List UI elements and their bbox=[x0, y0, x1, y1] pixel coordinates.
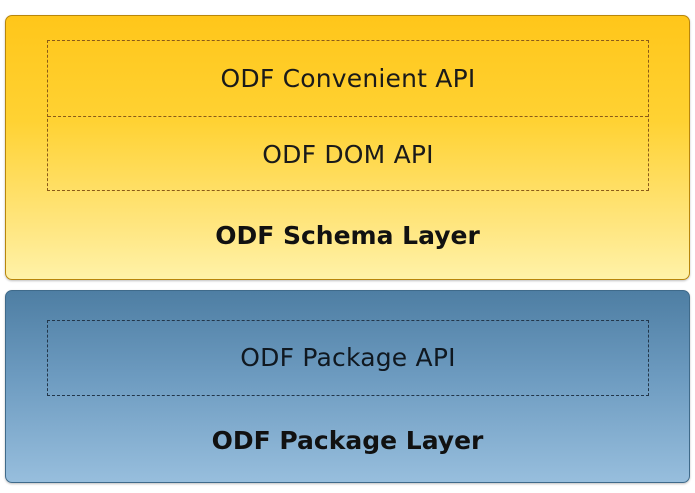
dom-api-box: ODF DOM API bbox=[48, 116, 648, 192]
package-api-box: ODF Package API bbox=[240, 343, 456, 372]
schema-api-group: ODF Convenient API ODF DOM API bbox=[47, 40, 649, 191]
package-api-group: ODF Package API bbox=[47, 320, 649, 396]
schema-layer-title: ODF Schema Layer bbox=[215, 221, 480, 250]
package-layer-title: ODF Package Layer bbox=[211, 426, 484, 455]
convenient-api-box: ODF Convenient API bbox=[220, 64, 476, 93]
schema-layer-box: ODF Convenient API ODF DOM API ODF Schem… bbox=[5, 15, 690, 280]
package-layer-box: ODF Package API ODF Package Layer bbox=[5, 290, 690, 483]
